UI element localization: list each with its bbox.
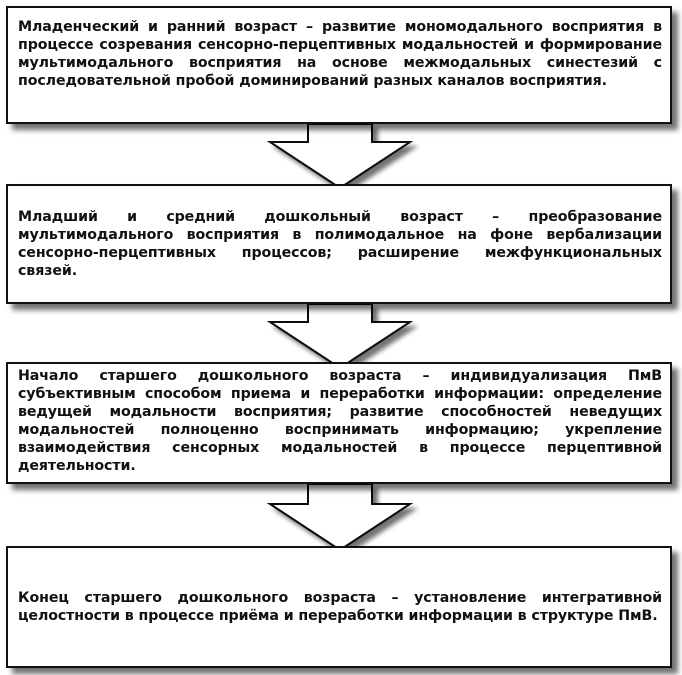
- down-arrow-icon-2: [266, 303, 414, 370]
- stage-box-senior-preschool-start: Начало старшего дошкольного возраста – и…: [6, 362, 672, 484]
- stage-text: Начало старшего дошкольного возраста – и…: [18, 368, 662, 474]
- down-arrow-icon-1: [266, 123, 414, 190]
- stage-box-infancy: Младенческий и ранний возраст – развитие…: [6, 6, 672, 124]
- stage-box-senior-preschool-end: Конец старшего дошкольного возраста – ус…: [6, 546, 672, 668]
- stage-text: Младший и средний дошкольный возраст – п…: [18, 209, 662, 279]
- stage-text: Младенческий и ранний возраст – развитие…: [18, 19, 662, 89]
- stage-box-junior-middle-preschool: Младший и средний дошкольный возраст – п…: [6, 184, 672, 304]
- down-arrow-icon-3: [266, 483, 414, 552]
- stage-text: Конец старшего дошкольного возраста – ус…: [18, 590, 662, 624]
